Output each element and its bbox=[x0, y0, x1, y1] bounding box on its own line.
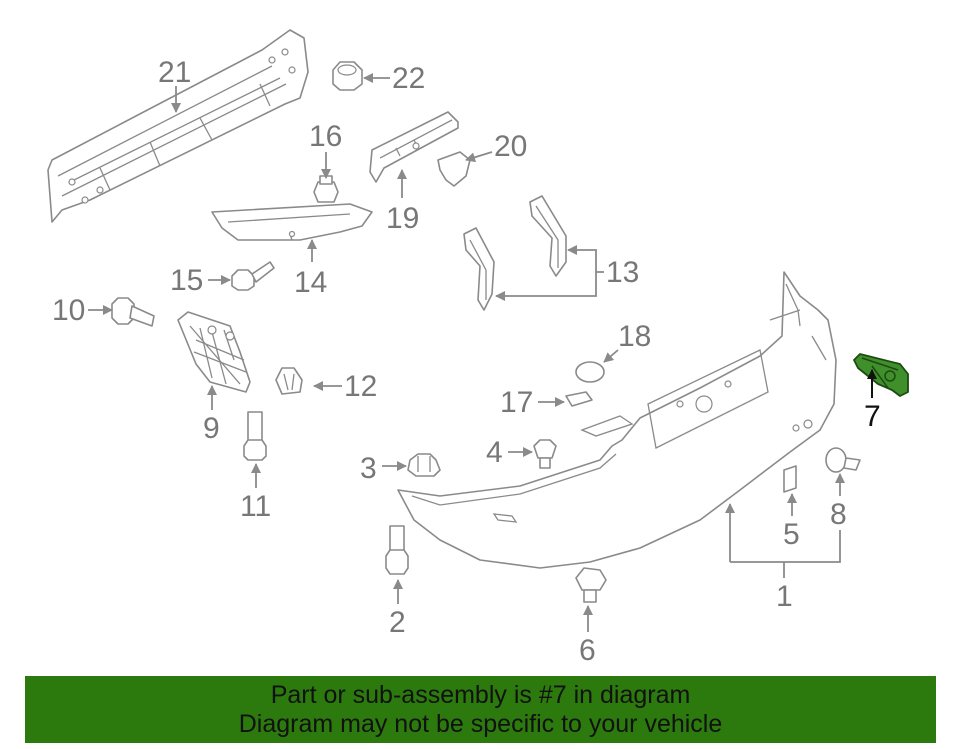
callout-3: 3 bbox=[360, 452, 377, 485]
callout-6: 6 bbox=[579, 634, 596, 667]
callout-20: 20 bbox=[494, 130, 527, 163]
part-12-clip[interactable] bbox=[275, 367, 303, 395]
part-9-bracket[interactable] bbox=[177, 311, 251, 393]
part-3-retainer[interactable] bbox=[407, 453, 441, 477]
callout-12: 12 bbox=[344, 370, 377, 403]
part-6-fastener[interactable] bbox=[575, 567, 607, 603]
part-15-bolt[interactable] bbox=[231, 261, 275, 291]
part-7-highlighted-bracket[interactable] bbox=[853, 353, 909, 397]
part-8-sensor[interactable] bbox=[825, 447, 861, 473]
part-16-clip[interactable] bbox=[313, 175, 339, 203]
callout-19: 19 bbox=[386, 202, 419, 235]
callout-10: 10 bbox=[52, 294, 85, 327]
callout-8: 8 bbox=[830, 498, 847, 531]
part-11-bolt[interactable] bbox=[243, 411, 267, 461]
part-20-bracket[interactable] bbox=[437, 151, 471, 187]
callout-5: 5 bbox=[783, 518, 800, 551]
part-21-reinforcement-beam[interactable] bbox=[47, 29, 309, 223]
part-17-tag[interactable] bbox=[565, 391, 593, 407]
callout-16: 16 bbox=[309, 120, 342, 153]
part-5-reflector[interactable] bbox=[783, 465, 797, 493]
callout-17: 17 bbox=[500, 386, 533, 419]
banner-line-2: Diagram may not be specific to your vehi… bbox=[238, 710, 723, 738]
notice-banner: Part or sub-assembly is #7 in diagram Di… bbox=[25, 676, 936, 743]
callout-13: 13 bbox=[606, 256, 639, 289]
part-1-bumper-cover[interactable] bbox=[397, 271, 837, 569]
callout-labels: 21 22 16 20 19 13 15 14 10 18 12 17 9 4 … bbox=[52, 56, 881, 667]
callout-1: 1 bbox=[776, 580, 793, 613]
part-2-bolt[interactable] bbox=[385, 525, 409, 575]
part-14-bracket[interactable] bbox=[211, 203, 373, 241]
callout-18: 18 bbox=[618, 320, 651, 353]
leader-lines bbox=[88, 73, 877, 632]
callout-9: 9 bbox=[203, 412, 220, 445]
part-10-bolt[interactable] bbox=[111, 297, 155, 327]
callout-7-highlighted: 7 bbox=[864, 400, 881, 433]
part-13-side-brackets[interactable] bbox=[463, 195, 567, 311]
callout-21: 21 bbox=[158, 56, 191, 89]
callout-15: 15 bbox=[170, 264, 203, 297]
callout-2: 2 bbox=[389, 606, 406, 639]
part-22-nut[interactable] bbox=[332, 61, 363, 91]
callout-14: 14 bbox=[294, 266, 327, 299]
part-18-cap[interactable] bbox=[575, 361, 605, 383]
part-4-clip[interactable] bbox=[533, 439, 557, 469]
callout-11: 11 bbox=[240, 490, 271, 523]
callout-4: 4 bbox=[486, 436, 503, 469]
callout-22: 22 bbox=[392, 62, 425, 95]
banner-line-1: Part or sub-assembly is #7 in diagram bbox=[270, 681, 691, 709]
part-19-plate-bracket[interactable] bbox=[369, 111, 459, 183]
